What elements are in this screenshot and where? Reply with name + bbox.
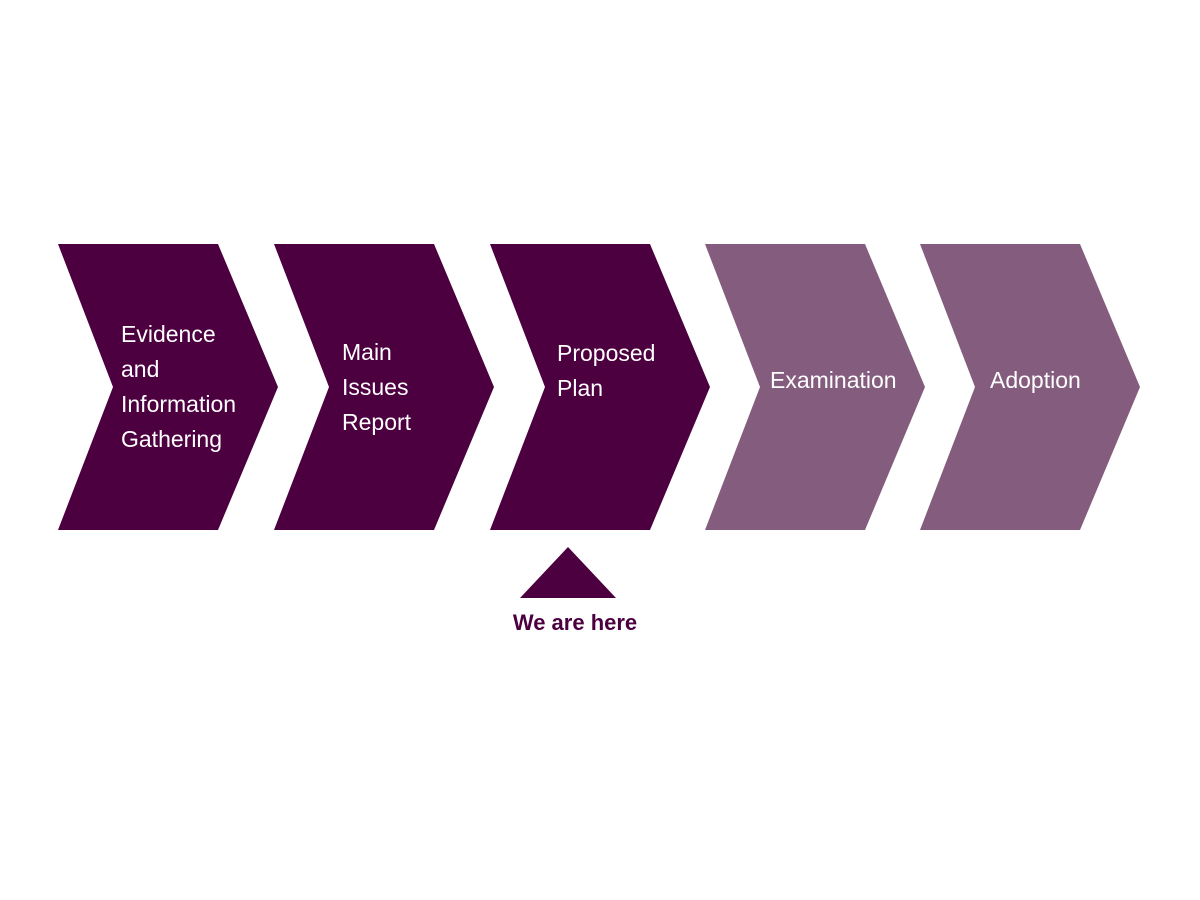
stage-label-line: Gathering bbox=[121, 426, 223, 452]
stage-label-line: Proposed bbox=[557, 340, 656, 366]
stage-label: Evidence and Information Gathering bbox=[121, 244, 236, 530]
stage-label-line: Information bbox=[121, 391, 237, 417]
current-stage-marker-label: We are here bbox=[512, 610, 638, 635]
stage-examination: Examination bbox=[705, 244, 925, 530]
stage-label-line: Main bbox=[342, 338, 392, 365]
stage-label-line: Examination bbox=[770, 366, 897, 393]
stage-label: Main Issues Report bbox=[342, 244, 411, 530]
stage-label-line: Evidence bbox=[121, 321, 216, 347]
stage-evidence-gathering: Evidence and Information Gathering bbox=[58, 244, 278, 530]
stage-label: Proposed Plan bbox=[557, 228, 655, 514]
stage-main-issues-report: Main Issues Report bbox=[274, 244, 494, 530]
stage-label-line: Adoption bbox=[990, 366, 1081, 393]
chevron-shape bbox=[490, 244, 710, 530]
stage-label-line: Issues bbox=[342, 373, 409, 400]
current-stage-marker-icon bbox=[520, 547, 616, 598]
stage-label-line: Plan bbox=[557, 375, 604, 401]
chevron-shape bbox=[274, 244, 494, 530]
chevron-shape bbox=[920, 244, 1140, 530]
stage-label: Examination bbox=[770, 237, 897, 523]
stage-label: Adoption bbox=[990, 237, 1081, 523]
stage-label-line: and bbox=[121, 356, 160, 382]
chevron-shape bbox=[58, 244, 278, 530]
stage-label-line: Report bbox=[342, 408, 412, 435]
stage-adoption: Adoption bbox=[920, 244, 1140, 530]
chevron-shape bbox=[705, 244, 925, 530]
stage-proposed-plan: Proposed Plan bbox=[490, 244, 710, 530]
